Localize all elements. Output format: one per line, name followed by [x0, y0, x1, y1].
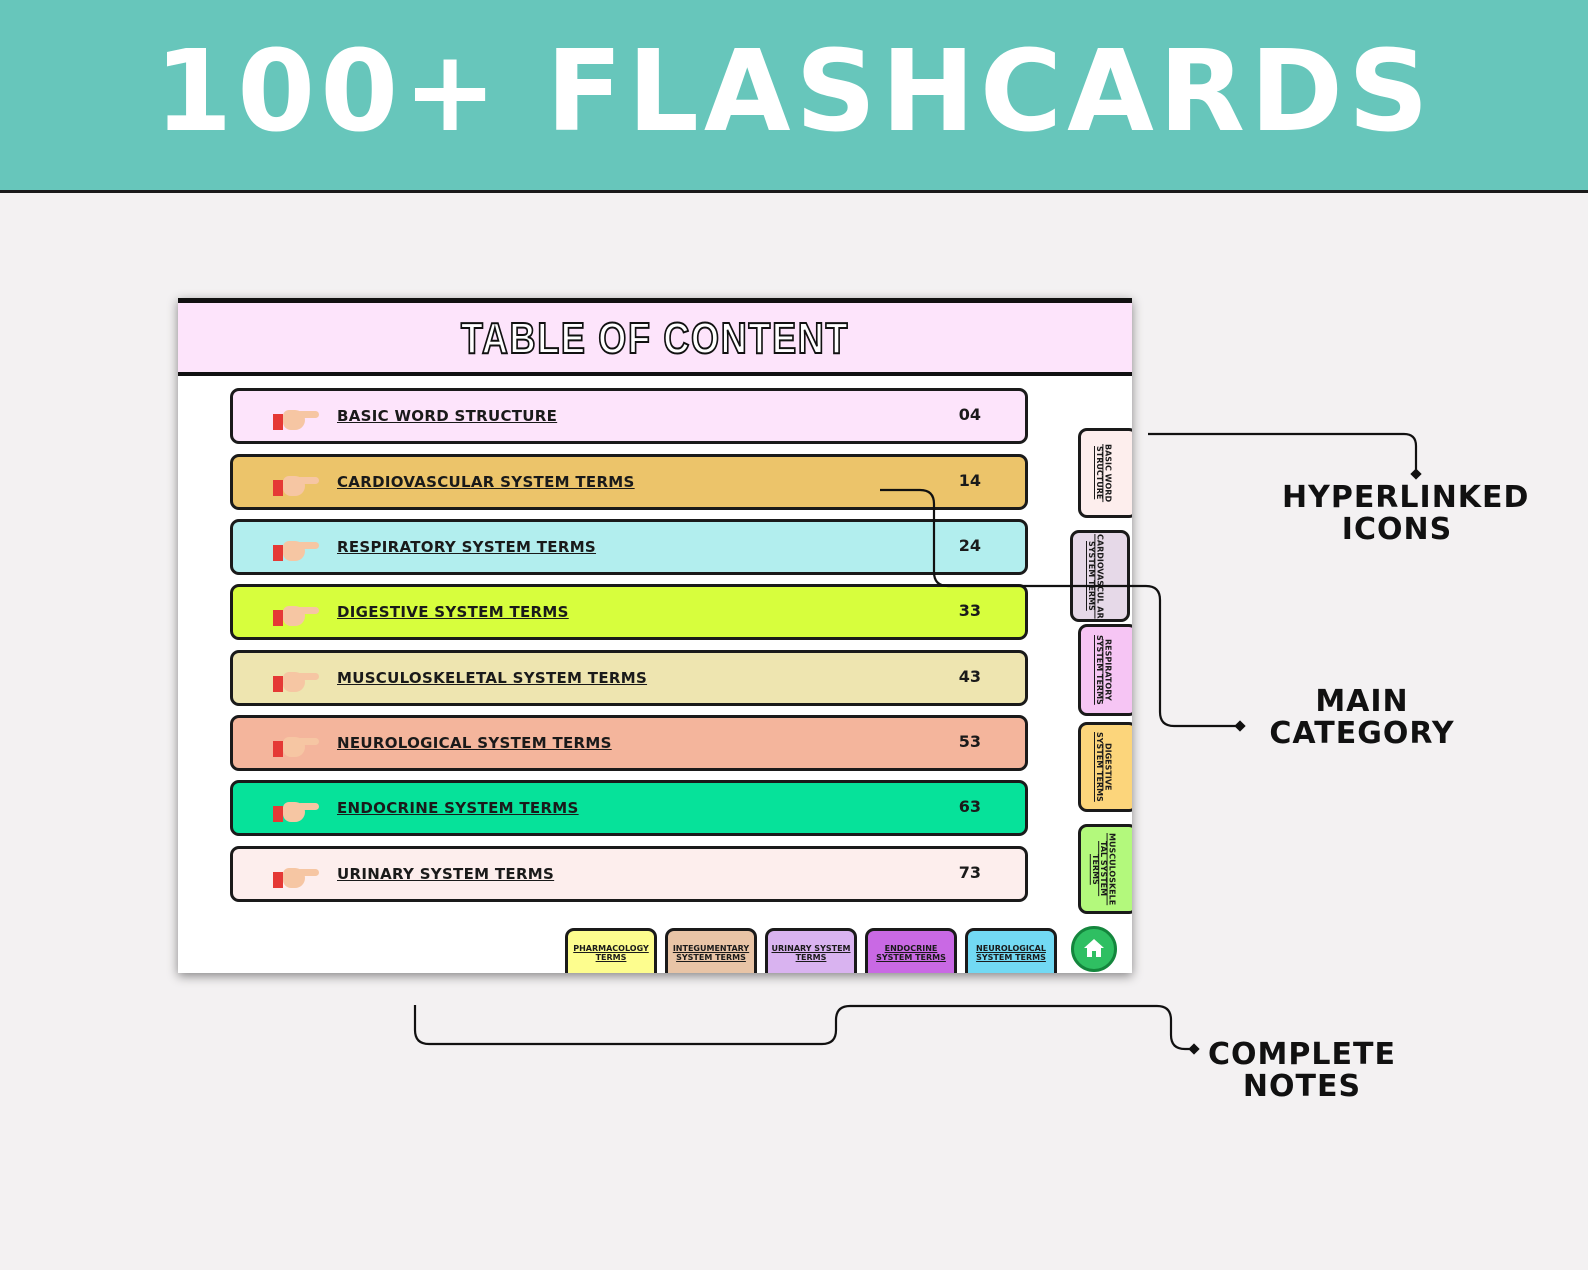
pointing-hand-icon	[273, 472, 321, 498]
toc-row-label: DIGESTIVE SYSTEM TERMS	[337, 603, 569, 621]
toc-row-label: MUSCULOSKELETAL SYSTEM TERMS	[337, 669, 648, 687]
toc-row[interactable]: MUSCULOSKELETAL SYSTEM TERMS 43	[230, 650, 1028, 706]
pointing-hand-icon	[273, 733, 321, 759]
toc-row-page-number: 33	[958, 601, 981, 620]
side-tab-label: RESPIRATORY SYSTEM TERMS	[1095, 635, 1113, 705]
toc-row[interactable]: BASIC WORD STRUCTURE 04	[230, 388, 1028, 444]
side-tab[interactable]: DIGESTIVE SYSTEM TERMS	[1078, 722, 1132, 812]
toc-row[interactable]: NEUROLOGICAL SYSTEM TERMS 53	[230, 715, 1028, 771]
bottom-tab[interactable]: INTEGUMENTARY SYSTEM TERMS	[665, 928, 757, 973]
toc-row[interactable]: ENDOCRINE SYSTEM TERMS 63	[230, 780, 1028, 836]
pointing-hand-icon	[273, 864, 321, 890]
callout-complete-notes: COMPLETE NOTES	[1208, 1037, 1396, 1105]
bottom-tab[interactable]: PHARMACOLOGY TERMS	[565, 928, 657, 973]
toc-row[interactable]: RESPIRATORY SYSTEM TERMS 24	[230, 519, 1028, 575]
toc-row-page-number: 14	[958, 471, 981, 490]
pointing-hand-icon	[273, 406, 321, 432]
bottom-tab-label: URINARY SYSTEM TERMS	[771, 944, 851, 962]
toc-row[interactable]: CARDIOVASCULAR SYSTEM TERMS 14	[230, 454, 1028, 510]
pointing-hand-icon	[273, 602, 321, 628]
side-tab-label: DIGESTIVE SYSTEM TERMS	[1095, 732, 1113, 802]
side-tab[interactable]: MUSCULOSKELE TAL SYSTEM TERMS	[1078, 824, 1132, 914]
bottom-tab-label: PHARMACOLOGY TERMS	[573, 944, 649, 962]
toc-row-label: URINARY SYSTEM TERMS	[337, 865, 555, 883]
toc-row-page-number: 43	[958, 667, 981, 686]
side-tab[interactable]: BASIC WORD STRUCTURE	[1078, 428, 1132, 518]
page-title: TABLE OF CONTENT	[460, 313, 850, 364]
toc-row-label: BASIC WORD STRUCTURE	[337, 407, 558, 425]
toc-row[interactable]: DIGESTIVE SYSTEM TERMS 33	[230, 584, 1028, 640]
bottom-tab[interactable]: URINARY SYSTEM TERMS	[765, 928, 857, 973]
side-tab-label: MUSCULOSKELE TAL SYSTEM TERMS	[1090, 832, 1117, 906]
side-tab[interactable]: RESPIRATORY SYSTEM TERMS	[1078, 624, 1132, 716]
home-icon	[1084, 939, 1104, 957]
bottom-tab-label: INTEGUMENTARY SYSTEM TERMS	[672, 944, 750, 962]
callout-main-category: MAIN CATEGORY	[1269, 684, 1455, 752]
side-tab-label: BASIC WORD STRUCTURE	[1095, 443, 1113, 503]
bottom-tab-label: ENDOCRINE SYSTEM TERMS	[876, 944, 946, 962]
toc-row-page-number: 24	[958, 536, 981, 555]
toc-row-label: ENDOCRINE SYSTEM TERMS	[337, 799, 579, 817]
toc-row-label: NEUROLOGICAL SYSTEM TERMS	[337, 734, 612, 752]
toc-row-page-number: 63	[958, 797, 981, 816]
bottom-tab[interactable]: NEUROLOGICAL SYSTEM TERMS	[965, 928, 1057, 973]
home-button[interactable]	[1071, 926, 1117, 972]
toc-row-page-number: 04	[958, 405, 981, 424]
pointing-hand-icon	[273, 798, 321, 824]
callout-hyperlinked-icons: HYPERLINKED ICONS	[1282, 480, 1530, 548]
toc-row[interactable]: URINARY SYSTEM TERMS 73	[230, 846, 1028, 902]
side-tab-label: CARDIOVASCUL AR SYSTEM TERMS	[1087, 533, 1105, 619]
toc-row-page-number: 73	[958, 863, 981, 882]
bottom-tab-label: NEUROLOGICAL SYSTEM TERMS	[976, 944, 1046, 962]
bottom-tab[interactable]: ENDOCRINE SYSTEM TERMS	[865, 928, 957, 973]
banner-title: 100+ FLASHCARDS	[154, 27, 1434, 157]
toc-row-label: RESPIRATORY SYSTEM TERMS	[337, 538, 597, 556]
page-header: TABLE OF CONTENT	[178, 298, 1132, 376]
banner: 100+ FLASHCARDS	[0, 0, 1588, 193]
pointing-hand-icon	[273, 537, 321, 563]
side-tab[interactable]: CARDIOVASCUL AR SYSTEM TERMS	[1070, 530, 1130, 622]
toc-row-page-number: 53	[958, 732, 981, 751]
pointing-hand-icon	[273, 668, 321, 694]
toc-row-label: CARDIOVASCULAR SYSTEM TERMS	[337, 473, 635, 491]
